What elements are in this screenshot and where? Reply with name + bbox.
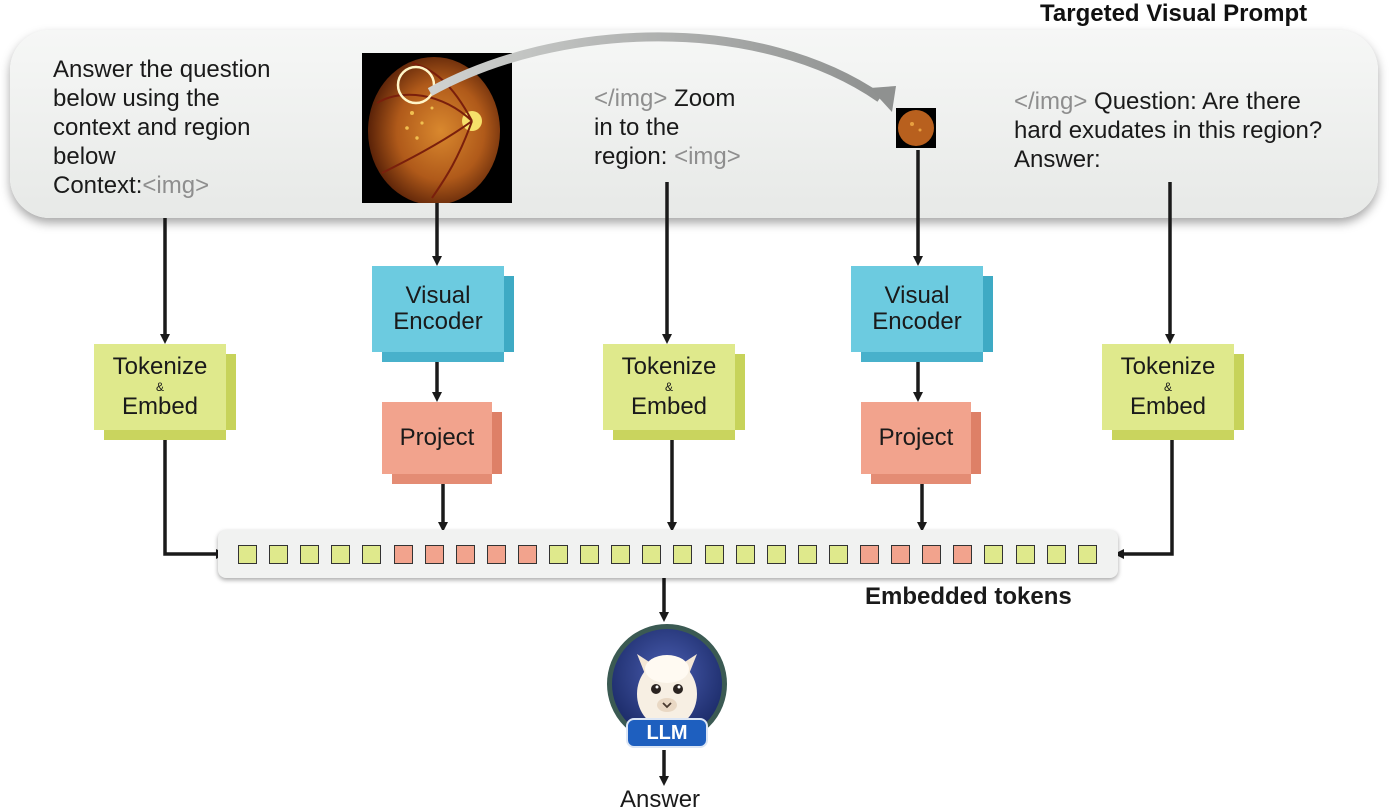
text-token-cell: [300, 545, 319, 564]
tokenize-embed-box-1: Tokenize&Embed: [94, 344, 236, 440]
embed-label: Embed: [121, 393, 199, 420]
text-token-cell: [362, 545, 381, 564]
prompt-text-question: </img> Question: Are there hard exudates…: [1014, 87, 1374, 174]
text-token-cell: [1047, 545, 1066, 564]
fundus-image-drawing: [368, 57, 500, 203]
text-token-cell: [798, 545, 817, 564]
text-token-cell: [673, 545, 692, 564]
embed-label: Embed: [1129, 393, 1207, 420]
llm-badge: LLM: [626, 718, 708, 748]
img-tag-open-2: <img>: [674, 143, 741, 170]
fundus-image: [362, 53, 512, 203]
encoder-label-bottom: Encoder: [393, 308, 483, 335]
tokenize-label: Tokenize: [1120, 353, 1216, 380]
prompt-text-3: Question: Are there hard exudates in thi…: [1014, 88, 1323, 173]
text-token-cell: [984, 545, 1003, 564]
text-token-cell: [829, 545, 848, 564]
image-token-cell: [891, 545, 910, 564]
prompt-text-1: Answer the question below using the cont…: [53, 56, 271, 199]
fundus-region-crop: [896, 108, 936, 148]
text-token-cell: [580, 545, 599, 564]
ampersand-label: &: [155, 380, 164, 394]
fundus-crop-drawing: [898, 110, 934, 146]
project-box-1: Project: [382, 402, 502, 484]
image-token-cell: [518, 545, 537, 564]
tokenize-label: Tokenize: [112, 353, 208, 380]
embedded-tokens-label: Embedded tokens: [865, 583, 1072, 610]
tokenize-embed-box-3: Tokenize&Embed: [1102, 344, 1244, 440]
project-label: Project: [878, 424, 954, 451]
project-label: Project: [399, 424, 475, 451]
embed-label: Embed: [630, 393, 708, 420]
text-token-cell: [767, 545, 786, 564]
ampersand-label: &: [1163, 380, 1172, 394]
embedded-token-strip: [218, 530, 1118, 578]
text-token-cell: [1016, 545, 1035, 564]
image-token-cell: [394, 545, 413, 564]
text-token-cell: [331, 545, 350, 564]
answer-label: Answer: [620, 786, 701, 811]
tokenize-embed-box-2: Tokenize&Embed: [603, 344, 745, 440]
llama-icon: [637, 654, 697, 728]
project-box-2: Project: [861, 402, 981, 484]
text-token-cell: [705, 545, 724, 564]
text-token-cell: [611, 545, 630, 564]
text-token-cell: [642, 545, 661, 564]
img-tag-close-2: </img>: [1014, 88, 1088, 115]
text-token-cell: [238, 545, 257, 564]
image-token-cell: [425, 545, 444, 564]
ampersand-label: &: [664, 380, 673, 394]
image-token-cell: [922, 545, 941, 564]
diagram-title: Targeted Visual Prompt: [1040, 0, 1308, 27]
encoder-label-top: Visual: [884, 282, 950, 309]
image-token-cell: [487, 545, 506, 564]
text-token-cell: [269, 545, 288, 564]
prompt-text-context: Answer the question below using the cont…: [53, 55, 353, 200]
image-token-cell: [953, 545, 972, 564]
text-token-cell: [549, 545, 568, 564]
img-tag-open-1: <img>: [142, 172, 210, 199]
image-token-cell: [860, 545, 879, 564]
encoder-label-bottom: Encoder: [872, 308, 962, 335]
prompt-text-2: Zoom in to the region:: [594, 85, 736, 170]
image-token-cell: [456, 545, 475, 564]
prompt-panel: [10, 30, 1378, 218]
tokenize-label: Tokenize: [621, 353, 717, 380]
text-token-cell: [1078, 545, 1097, 564]
text-token-cell: [736, 545, 755, 564]
encoder-label-top: Visual: [405, 282, 471, 309]
img-tag-close-1: </img>: [594, 85, 668, 112]
prompt-text-zoom: </img> Zoom in to the region: <img>: [594, 84, 834, 171]
